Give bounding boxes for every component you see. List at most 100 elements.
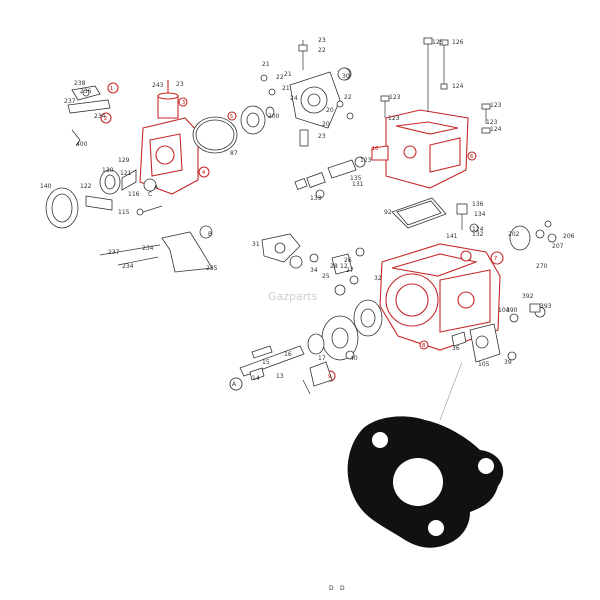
part-number-label: 22 — [344, 94, 352, 101]
part-number-label: 15 — [262, 359, 270, 366]
part-number-label: 21 — [284, 71, 292, 78]
part-number-label: 234 — [142, 245, 154, 252]
part-number-label: 133 — [310, 195, 322, 202]
part-number-label: 392 — [522, 293, 534, 300]
part-number-label: 28 — [330, 263, 338, 270]
part-number-label: 87 — [230, 150, 238, 157]
part-number-label: 141 — [446, 233, 458, 240]
part-number-label: 24 — [290, 95, 298, 102]
part-number-label: 270 — [536, 263, 548, 270]
part-number-label: 202 — [508, 231, 520, 238]
part-number-label: 125 — [432, 39, 444, 46]
part-number-label: 400 — [76, 141, 88, 148]
part-number-label: 236 — [80, 88, 92, 95]
part-number-label: 123 — [389, 94, 401, 101]
part-number-label: 235 — [206, 265, 218, 272]
reference-markers — [143, 67, 351, 391]
part-number-label: 21 — [282, 85, 290, 92]
part-number-label: 12 — [340, 263, 348, 270]
part-number-label: 116 — [128, 191, 140, 198]
part-number-label: 121 — [120, 170, 132, 177]
leader-lines — [439, 361, 463, 421]
part-number-label: 136 — [472, 201, 484, 208]
pump-housing-assembly — [229, 233, 546, 395]
part-number-label: 22 — [276, 74, 284, 81]
part-number-label: 115 — [118, 209, 130, 216]
part-number-label: 124 — [490, 126, 502, 133]
part-number-label: 16 — [284, 351, 292, 358]
part-number-label: 132 — [472, 231, 484, 238]
part-number-label: 30 — [342, 73, 350, 80]
part-number-label: 23 — [318, 37, 326, 44]
red-part-label: 7 — [494, 256, 497, 262]
part-number-label: 105 — [478, 361, 490, 368]
part-number-label: D — [340, 585, 345, 592]
part-number-label: 123 — [486, 119, 498, 126]
part-number-label: 13 — [276, 373, 284, 380]
part-number-label: 123 — [360, 157, 372, 164]
part-number-label: 104 — [498, 307, 510, 314]
part-number-label: 243 — [152, 82, 164, 89]
part-number-label: 122 — [80, 183, 92, 190]
part-number-label: 26 — [344, 257, 352, 264]
part-number-label: 25 — [322, 273, 330, 280]
part-number-label: 126 — [452, 39, 464, 46]
part-number-label: 40 — [350, 355, 358, 362]
part-number-label: 31 — [252, 241, 260, 248]
part-number-label: 32 — [374, 275, 382, 282]
red-part-label: 2 — [104, 116, 107, 122]
red-part-label: 3 — [182, 100, 185, 106]
part-number-label: 17 — [318, 355, 326, 362]
part-number-label: 39 — [504, 359, 512, 366]
part-number-label: A — [232, 381, 237, 388]
red-part-label: 4 — [202, 170, 205, 176]
part-number-label: D — [329, 585, 334, 592]
part-number-label: 134 — [474, 211, 486, 218]
part-number-label: 34 — [310, 267, 318, 274]
cam-plate-assembly — [260, 40, 366, 199]
watermark: Gazparts — [268, 290, 318, 303]
part-number-label: 92 — [384, 209, 392, 216]
part-number-label: 20 — [322, 121, 330, 128]
part-number-label: 21 — [262, 61, 270, 68]
part-number-label: 130 — [102, 167, 114, 174]
part-number-label: 140 — [40, 183, 52, 190]
part-number-label: 123 — [490, 102, 502, 109]
part-number-label: 23 — [318, 133, 326, 140]
part-number-label: 234 — [94, 113, 106, 120]
red-part-label: 8 — [422, 343, 425, 349]
red-part-label: 5 — [230, 114, 233, 120]
part-number-label: 390 — [506, 307, 518, 314]
part-number-label: 135 — [350, 175, 362, 182]
part-number-label: 234 — [122, 263, 134, 270]
gasket-part — [347, 416, 504, 548]
part-number-label: 131 — [352, 181, 364, 188]
part-number-label: A — [154, 184, 159, 191]
part-number-label: 206 — [563, 233, 575, 240]
part-number-label: 237 — [64, 98, 76, 105]
part-number-label: 124 — [452, 83, 464, 90]
part-number-label: 14 — [252, 375, 260, 382]
part-number-label: 123 — [388, 115, 400, 122]
red-part-label: 9 — [328, 374, 331, 380]
part-number-label: 27 — [346, 267, 354, 274]
part-number-label: 23 — [176, 81, 184, 88]
part-number-label: 237 — [108, 249, 120, 256]
part-number-label: 393 — [540, 303, 552, 310]
part-number-label: 200 — [268, 113, 280, 120]
part-number-label: 20 — [326, 107, 334, 114]
red-part-label: 1 — [110, 86, 113, 92]
part-number-label: 22 — [318, 47, 326, 54]
part-number-label: 36 — [452, 345, 460, 352]
part-number-label: 129 — [118, 157, 130, 164]
part-number-label: C — [148, 191, 152, 198]
part-number-label: B — [208, 231, 212, 238]
part-number-label: 238 — [74, 80, 86, 87]
red-part-label: 6 — [470, 154, 473, 160]
part-number-label: 207 — [552, 243, 564, 250]
red-part-label: 10 — [372, 146, 378, 152]
part-number-label: 124 — [472, 226, 484, 233]
